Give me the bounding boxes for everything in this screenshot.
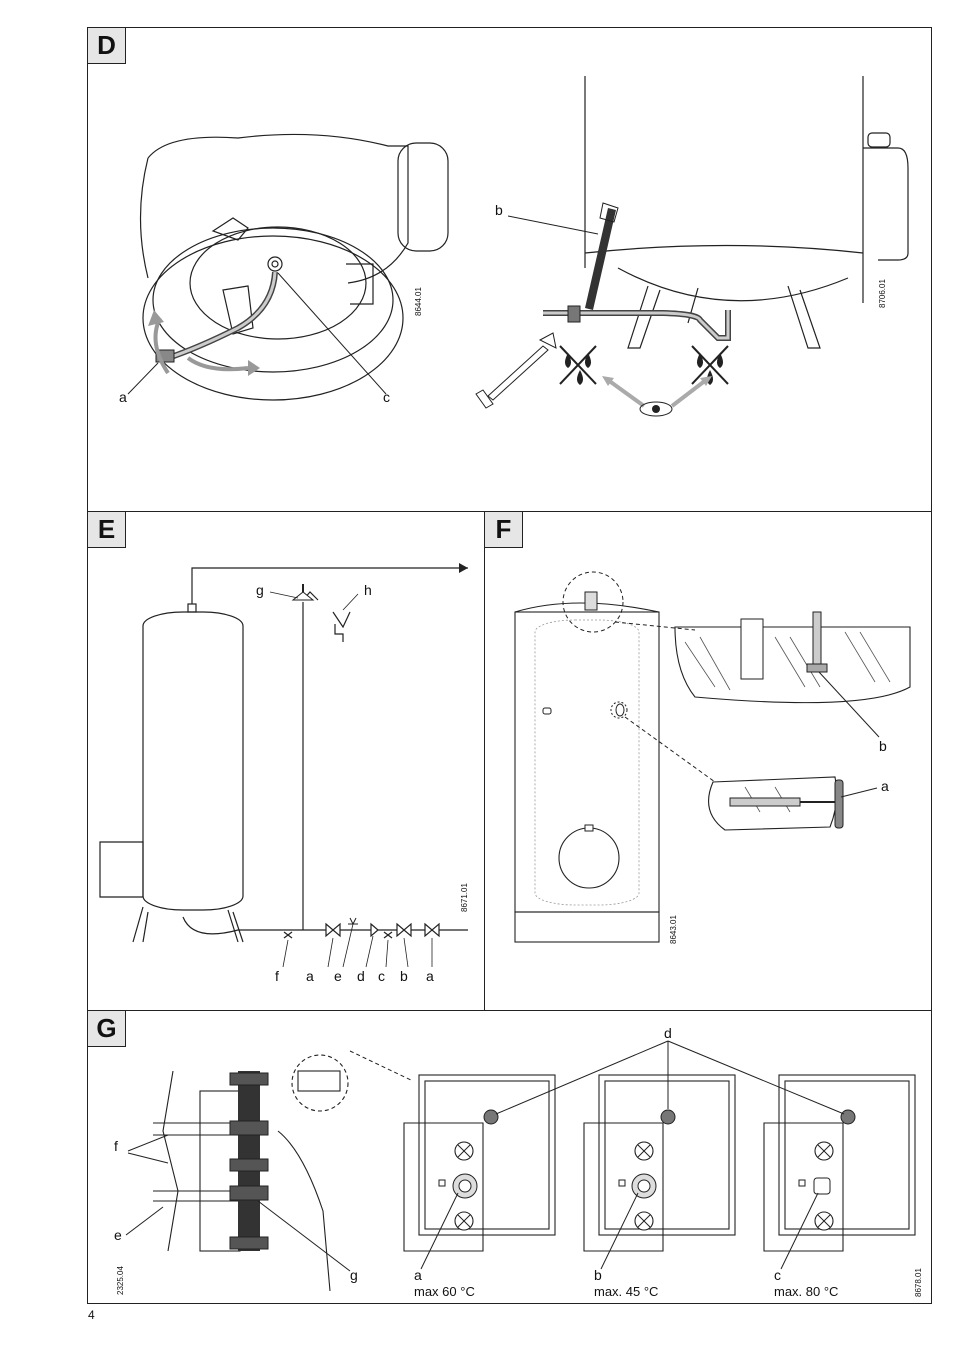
- panel-e-schematic: [99, 563, 468, 968]
- panel-e-label-b: b: [400, 968, 408, 984]
- panel-f-label-a: a: [881, 778, 889, 794]
- panel-d-illustration: 36: [127, 76, 909, 417]
- panel-d: D: [87, 27, 932, 512]
- dial-a-letter: a: [414, 1267, 422, 1283]
- dial-c-letter: c: [774, 1267, 781, 1283]
- panel-g-code-right: 8678.01: [914, 1268, 923, 1297]
- panel-d-label-c: c: [383, 389, 390, 405]
- dial-b-caption: max. 45 °C: [594, 1284, 659, 1299]
- panel-e-label-a1: a: [306, 968, 314, 984]
- panel-d-label-b: b: [495, 202, 503, 218]
- panel-f-illustration: [514, 571, 911, 943]
- panel-d-label-a: a: [119, 389, 127, 405]
- dial-a-caption: max 60 °C: [414, 1284, 475, 1299]
- panel-f-label-b: b: [879, 738, 887, 754]
- panel-e-tag: E: [88, 512, 126, 548]
- panel-e: E: [87, 511, 485, 1011]
- panel-g-code-left: 2325.04: [116, 1266, 125, 1295]
- panel-d-code-right: 8706.01: [878, 279, 887, 308]
- panel-e-label-a2: a: [426, 968, 434, 984]
- panel-e-code: 8671.01: [460, 883, 469, 912]
- panel-e-label-d: d: [357, 968, 365, 984]
- panel-e-label-h: h: [364, 582, 372, 598]
- panel-g-illustration: [125, 1040, 916, 1292]
- panel-e-label-g: g: [256, 582, 264, 598]
- wrench-size-label: 36: [573, 293, 584, 304]
- dial-b-letter: b: [594, 1267, 602, 1283]
- panel-g: G: [87, 1010, 932, 1304]
- panel-f-code: 8643.01: [669, 915, 678, 944]
- panel-e-label-f: f: [275, 968, 279, 984]
- panel-g-label-g: g: [350, 1267, 358, 1283]
- panel-g-label-f: f: [114, 1138, 118, 1154]
- panel-g-tag: G: [88, 1011, 126, 1047]
- panel-f-tag: F: [485, 512, 523, 548]
- panel-f: F: [484, 511, 932, 1011]
- panel-g-label-e: e: [114, 1227, 122, 1243]
- panel-d-code-left: 8644.01: [414, 287, 423, 316]
- panel-g-label-d: d: [664, 1025, 672, 1041]
- panel-e-label-c: c: [378, 968, 385, 984]
- dial-c-caption: max. 80 °C: [774, 1284, 839, 1299]
- panel-d-tag: D: [88, 28, 126, 64]
- panel-e-label-e: e: [334, 968, 342, 984]
- page-number: 4: [88, 1308, 95, 1322]
